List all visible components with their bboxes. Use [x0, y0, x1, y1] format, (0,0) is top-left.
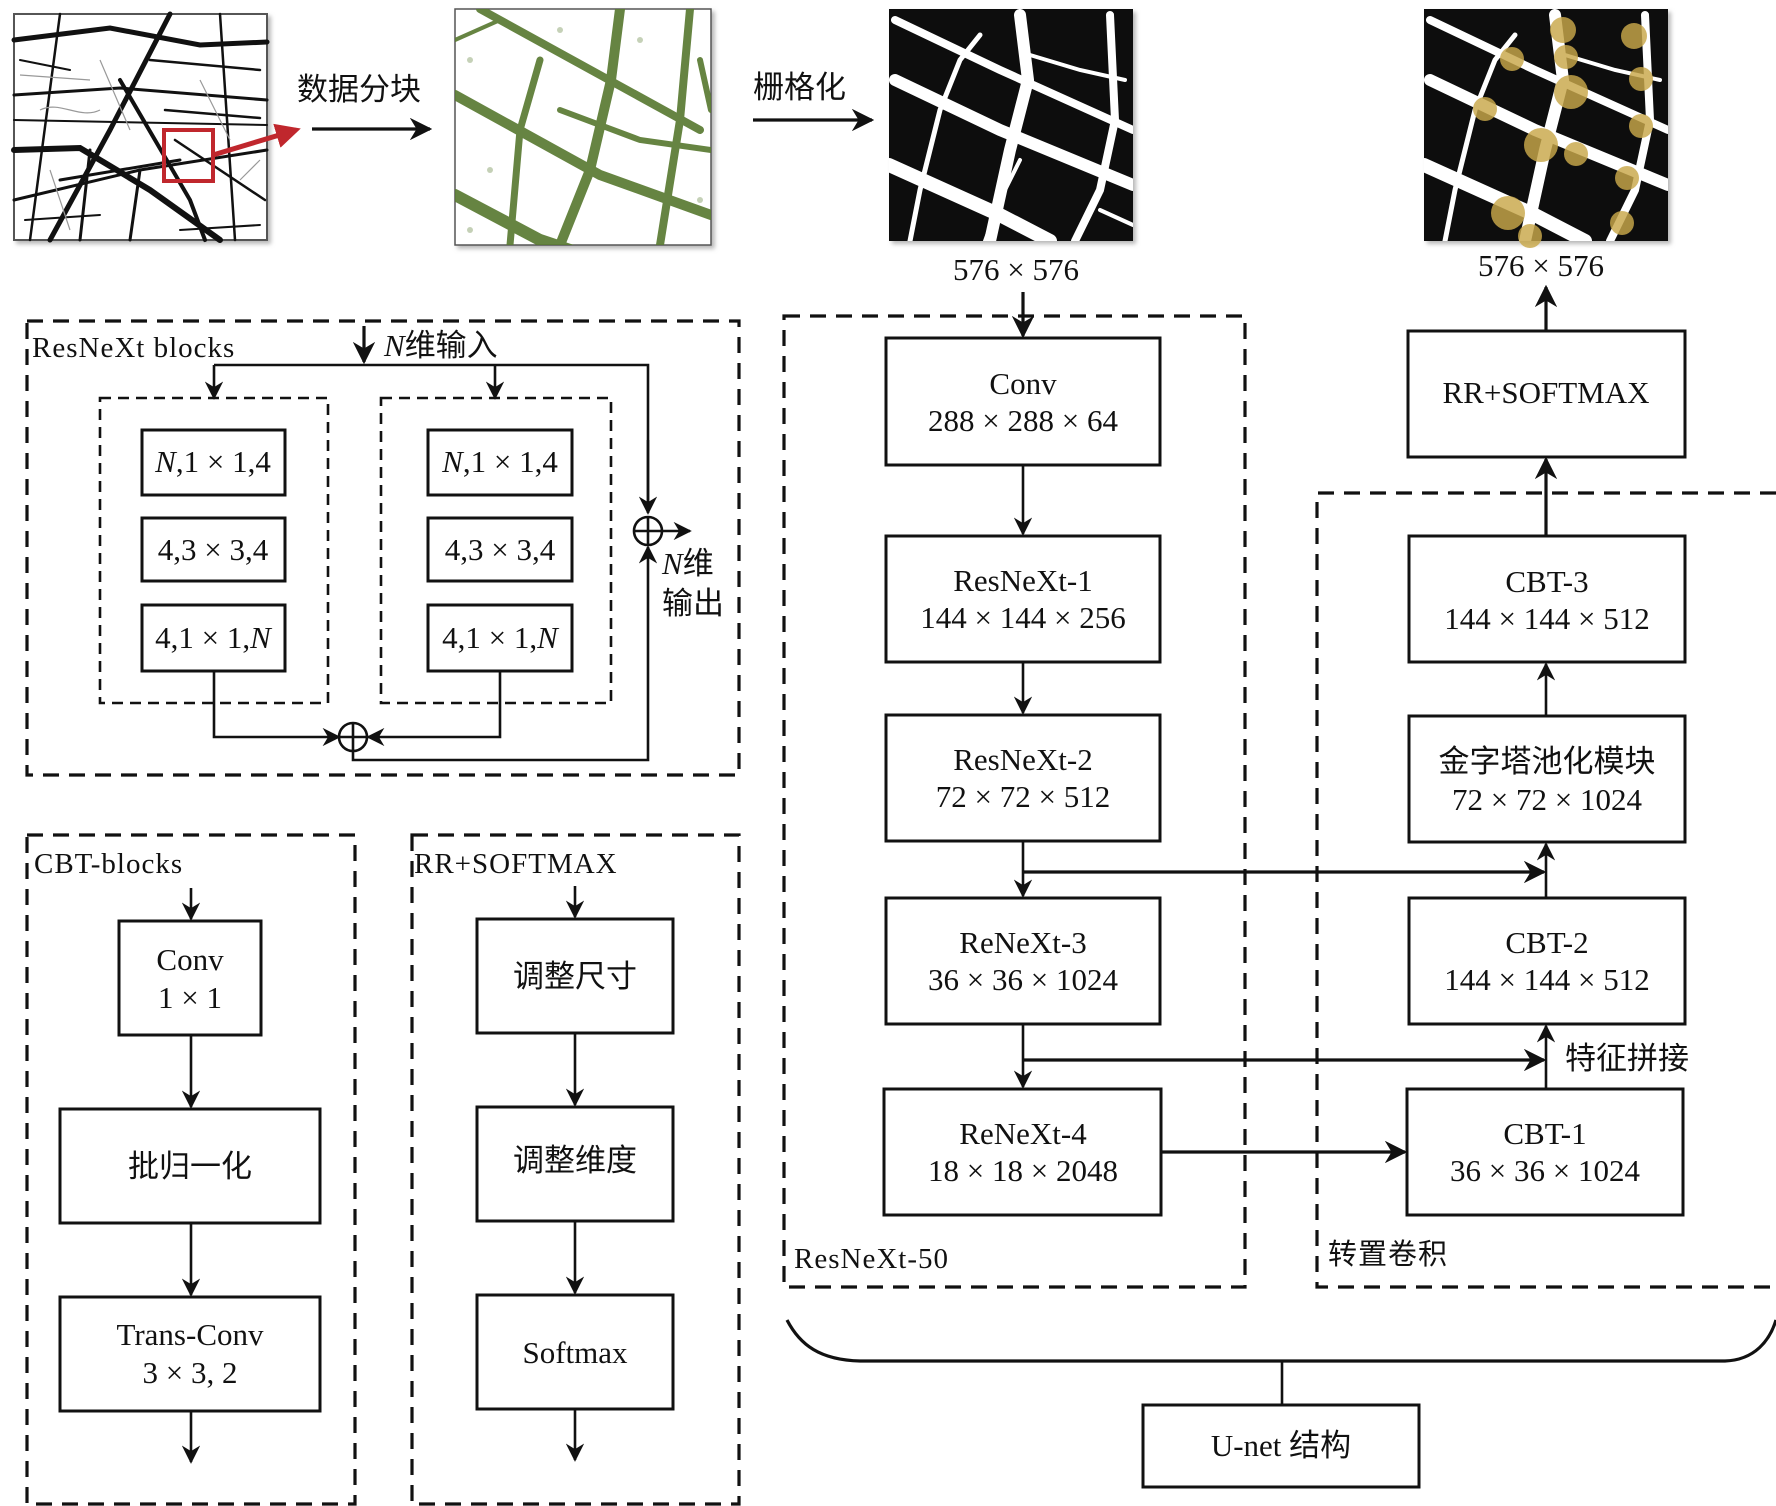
- svg-text:1 × 1: 1 × 1: [158, 980, 222, 1015]
- encoder-block-resnext-1: ResNeXt-1 144 × 144 × 256: [884, 534, 1162, 664]
- svg-text:U-net 结构: U-net 结构: [1211, 1428, 1351, 1463]
- unet-brace: [785, 1319, 1776, 1363]
- decoder-head-rr-softmax: RR+SOFTMAX: [1406, 329, 1687, 459]
- svg-text:ResNeXt-1: ResNeXt-1: [953, 563, 1092, 598]
- svg-text:3 × 3, 2: 3 × 3, 2: [143, 1355, 238, 1390]
- binary-raster-tile: [889, 9, 1133, 241]
- svg-text:CBT-3: CBT-3: [1505, 564, 1588, 599]
- n-dim-input-label: N维输入: [383, 328, 498, 363]
- svg-text:4,3 × 3,4: 4,3 × 3,4: [158, 532, 269, 567]
- rr-step-reshape: 调整维度: [475, 1105, 675, 1223]
- decoder-title: 转置卷积: [1328, 1238, 1448, 1271]
- encoder-title: ResNeXt-50: [794, 1243, 949, 1275]
- svg-text:4,1 × 1,N: 4,1 × 1,N: [155, 620, 273, 655]
- decoder-block-cbt-3: CBT-3 144 × 144 × 512: [1407, 534, 1687, 664]
- branch-2-layer-1: N,1 × 1,4: [426, 428, 574, 497]
- svg-text:18 × 18 × 2048: 18 × 18 × 2048: [928, 1153, 1118, 1188]
- svg-text:Conv: Conv: [989, 366, 1057, 401]
- svg-text:144 × 144 × 512: 144 × 144 × 512: [1444, 962, 1649, 997]
- rr-step-resize: 调整尺寸: [475, 917, 675, 1035]
- encoder-block-conv: Conv 288 × 288 × 64: [884, 336, 1162, 467]
- svg-text:72 × 72 × 1024: 72 × 72 × 1024: [1452, 782, 1642, 817]
- encoder-block-resnext-3: ReNeXt-3 36 × 36 × 1024: [884, 896, 1162, 1026]
- branch-2-layer-3: 4,1 × 1,N: [426, 603, 574, 673]
- cbt-step-transconv: Trans-Conv 3 × 3, 2: [58, 1295, 322, 1413]
- decoder-block-pyramid-pooling: 金字塔池化模块 72 × 72 × 1024: [1407, 714, 1687, 844]
- branch-1-layer-2: 4,3 × 3,4: [140, 516, 287, 583]
- decoder-panel: 转置卷积 RR+SOFTMAX CBT-3 144 × 144 × 512 金字…: [1315, 329, 1776, 1289]
- cbt-step-batchnorm: 批归一化: [58, 1107, 322, 1225]
- svg-text:144 × 144 × 256: 144 × 144 × 256: [920, 600, 1125, 635]
- road-network-map: [11, 11, 301, 243]
- branch-sum-icon: [337, 721, 369, 753]
- svg-text:RR+SOFTMAX: RR+SOFTMAX: [1443, 375, 1650, 410]
- intersection-detection-output: [1424, 9, 1668, 248]
- output-size-label: 576 × 576: [1478, 248, 1604, 283]
- selected-region-highlight: [162, 128, 215, 183]
- encoder-block-resnext-2: ResNeXt-2 72 × 72 × 512: [884, 713, 1162, 843]
- svg-text:36 × 36 × 1024: 36 × 36 × 1024: [928, 962, 1118, 997]
- rr-step-softmax: Softmax: [475, 1293, 675, 1411]
- cbt-blocks-title: CBT-blocks: [34, 848, 183, 880]
- branch-1-container: [98, 396, 330, 705]
- svg-text:4,1 × 1,N: 4,1 × 1,N: [442, 620, 560, 655]
- rr-softmax-title: RR+SOFTMAX: [414, 848, 618, 880]
- decoder-block-cbt-2: CBT-2 144 × 144 × 512: [1407, 896, 1687, 1026]
- svg-text:288 × 288 × 64: 288 × 288 × 64: [928, 403, 1118, 438]
- svg-text:ResNeXt-2: ResNeXt-2: [953, 742, 1092, 777]
- svg-text:ReNeXt-3: ReNeXt-3: [959, 925, 1086, 960]
- branch-2-container: [379, 396, 613, 705]
- svg-text:4,3 × 3,4: 4,3 × 3,4: [445, 532, 556, 567]
- svg-text:72 × 72 × 512: 72 × 72 × 512: [936, 779, 1110, 814]
- svg-text:调整尺寸: 调整尺寸: [513, 959, 637, 994]
- data-tiling-label: 数据分块: [297, 72, 421, 107]
- svg-text:批归一化: 批归一化: [128, 1149, 252, 1184]
- trajectory-point-tile: [454, 8, 712, 246]
- branch-2-layer-2: 4,3 × 3,4: [426, 516, 574, 583]
- raster-size-label: 576 × 576: [953, 252, 1079, 287]
- residual-sum-icon: [632, 515, 664, 547]
- n-dim-output-label-2: 输出: [662, 586, 724, 621]
- unet-structure-box: U-net 结构: [1141, 1403, 1421, 1489]
- svg-text:ReNeXt-4: ReNeXt-4: [959, 1116, 1087, 1151]
- rr-softmax-panel: RR+SOFTMAX 调整尺寸 调整维度 Softmax: [410, 833, 741, 1506]
- svg-text:金字塔池化模块: 金字塔池化模块: [1439, 744, 1656, 779]
- svg-text:Conv: Conv: [156, 942, 224, 977]
- svg-text:N,1 × 1,4: N,1 × 1,4: [154, 444, 271, 479]
- svg-text:N,1 × 1,4: N,1 × 1,4: [441, 444, 558, 479]
- detected-intersections: [1473, 17, 1653, 248]
- svg-text:CBT-1: CBT-1: [1503, 1116, 1586, 1151]
- branch-1-layer-3: 4,1 × 1,N: [140, 603, 287, 673]
- rasterize-label: 栅格化: [753, 70, 846, 105]
- encoder-block-resnext-4: ReNeXt-4 18 × 18 × 2048: [882, 1087, 1163, 1217]
- encoder-panel: ResNeXt-50 Conv 288 × 288 × 64 ResNeXt-1…: [782, 292, 1247, 1289]
- svg-text:144 × 144 × 512: 144 × 144 × 512: [1444, 601, 1649, 636]
- svg-text:36 × 36 × 1024: 36 × 36 × 1024: [1450, 1153, 1640, 1188]
- resnext-blocks-title: ResNeXt blocks: [32, 332, 235, 364]
- branch-1-layer-1: N,1 × 1,4: [140, 428, 287, 497]
- resnext-blocks-panel: ResNeXt blocks N维输入 N,1 × 1,4 4,3 × 3,4 …: [25, 319, 741, 777]
- cbt-blocks-panel: CBT-blocks Conv 1 × 1 批归一化 Trans-Conv 3 …: [25, 833, 357, 1506]
- n-dim-output-label: N维: [661, 546, 714, 581]
- feature-concat-label: 特征拼接: [1565, 1041, 1689, 1076]
- svg-text:调整维度: 调整维度: [513, 1143, 637, 1178]
- decoder-block-cbt-1: CBT-1 36 × 36 × 1024: [1405, 1087, 1685, 1217]
- cbt-step-conv: Conv 1 × 1: [117, 919, 263, 1037]
- svg-text:CBT-2: CBT-2: [1505, 925, 1588, 960]
- svg-text:Trans-Conv: Trans-Conv: [117, 1317, 264, 1352]
- svg-text:Softmax: Softmax: [522, 1335, 628, 1370]
